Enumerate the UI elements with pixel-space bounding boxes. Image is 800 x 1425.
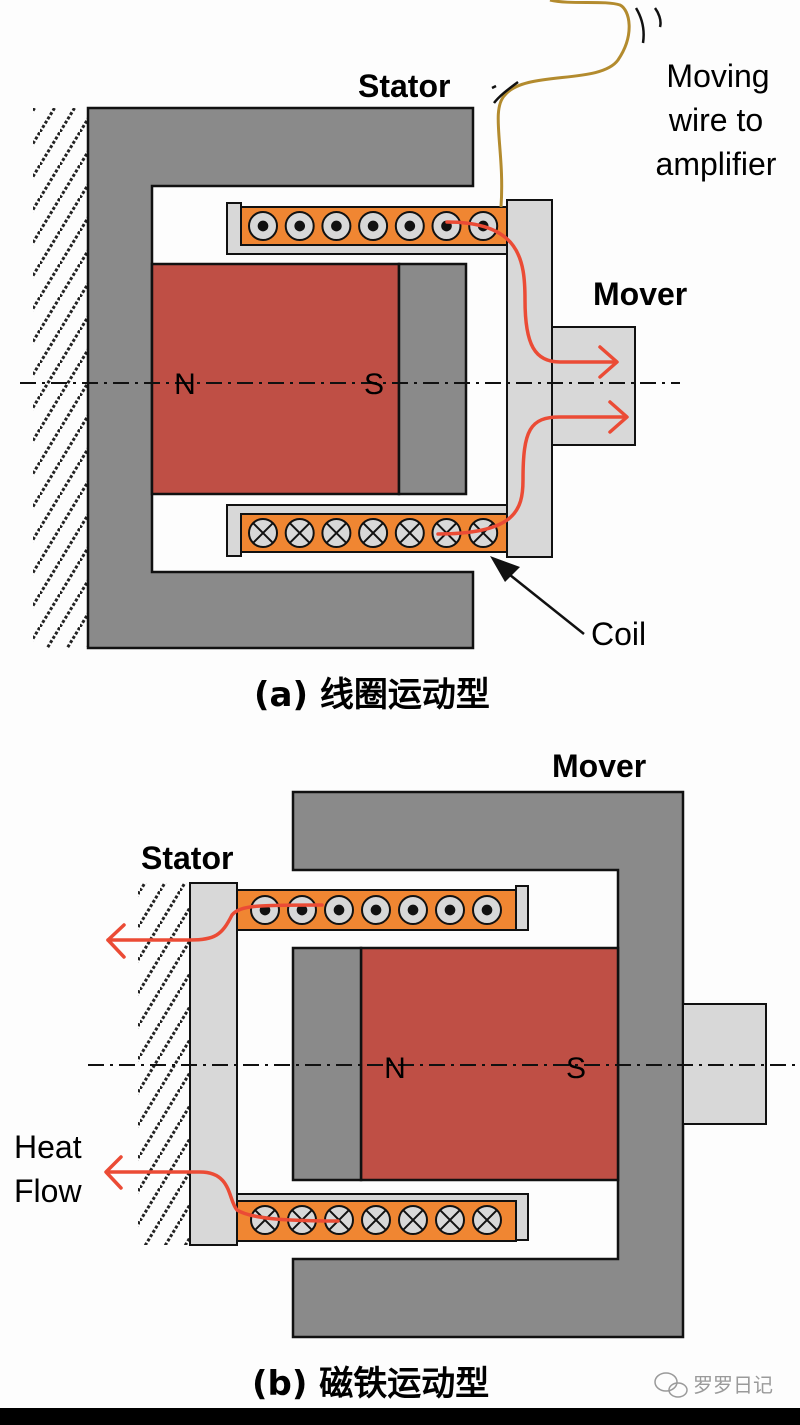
current-out-icon — [472, 895, 502, 925]
current-in-icon — [394, 518, 425, 548]
current-in-icon — [361, 1205, 391, 1235]
coil-pointer-arrowhead — [490, 556, 520, 582]
current-in-icon — [358, 518, 389, 548]
mover-label: Mover — [593, 276, 687, 312]
pole-n-label: N — [384, 1052, 406, 1085]
coil-label: Coil — [591, 616, 646, 652]
coil-turns-top — [250, 895, 502, 925]
fixed-wall-hatch — [33, 108, 88, 648]
mover-shaft — [551, 326, 636, 446]
current-out-icon — [287, 895, 317, 925]
mover-plate — [506, 199, 553, 558]
current-out-icon — [358, 211, 389, 241]
force-arrow-lower — [436, 415, 627, 536]
current-in-icon — [472, 1205, 502, 1235]
current-in-icon — [321, 518, 352, 548]
stator-label: Stator — [141, 840, 233, 876]
force-arrow-upper — [445, 220, 617, 364]
heat-flow-arrow-lower — [106, 1170, 340, 1223]
figure-b: N S Stator Mover Heat Flow (b) 磁铁运动型 — [14, 748, 800, 1404]
caption-a: (a) 线圈运动型 — [254, 675, 490, 715]
coil-turns-bottom — [248, 518, 499, 548]
wire-label-line-2: wire to — [668, 102, 763, 138]
coil-turns-bottom — [250, 1205, 502, 1235]
heat-flow-arrow-upper — [106, 903, 324, 942]
motion-mark-icon — [634, 7, 662, 44]
watermark: 罗罗日记 — [654, 1372, 773, 1398]
motion-mark-icon — [491, 80, 519, 104]
pole-n-label: N — [174, 368, 196, 401]
current-out-icon — [398, 895, 428, 925]
current-out-icon — [435, 895, 465, 925]
bottom-bar — [0, 1408, 800, 1425]
current-in-icon — [398, 1205, 428, 1235]
current-in-icon — [435, 1205, 465, 1235]
current-out-icon — [321, 211, 352, 241]
current-out-icon — [250, 895, 280, 925]
current-out-icon — [284, 211, 315, 241]
pole-piece — [397, 262, 468, 496]
current-out-icon — [324, 895, 354, 925]
figure-a: N S Stator Mover Moving wire to amplifie… — [20, 0, 777, 715]
heat-flow-arrow-upper-head — [106, 923, 126, 959]
mover-label: Mover — [552, 748, 646, 784]
permanent-magnet — [150, 262, 401, 496]
heat-label-line-1: Heat — [14, 1129, 82, 1165]
current-out-icon — [248, 211, 278, 241]
pole-s-label: S — [566, 1052, 586, 1085]
stator-label: Stator — [358, 68, 450, 104]
wire-label-line-1: Moving — [666, 58, 769, 94]
current-out-icon — [431, 211, 462, 241]
stator-core — [86, 106, 475, 650]
current-in-icon — [248, 518, 278, 548]
wechat-icon — [654, 1372, 688, 1398]
force-arrow-upper-head — [598, 345, 619, 379]
current-out-icon — [361, 895, 391, 925]
mover-core — [291, 790, 685, 1339]
caption-b: (b) 磁铁运动型 — [252, 1364, 489, 1404]
moving-wire — [496, 0, 631, 208]
heat-flow-arrow-lower-head — [104, 1155, 123, 1190]
wire-label-line-3: amplifier — [656, 146, 777, 182]
current-out-icon — [394, 211, 425, 241]
coil-pointer-arrow — [504, 570, 585, 635]
current-in-icon — [284, 518, 315, 548]
pole-s-label: S — [364, 368, 384, 401]
watermark-text: 罗罗日记 — [693, 1373, 773, 1397]
heat-label-line-2: Flow — [14, 1173, 82, 1209]
force-arrow-lower-head — [608, 400, 629, 434]
